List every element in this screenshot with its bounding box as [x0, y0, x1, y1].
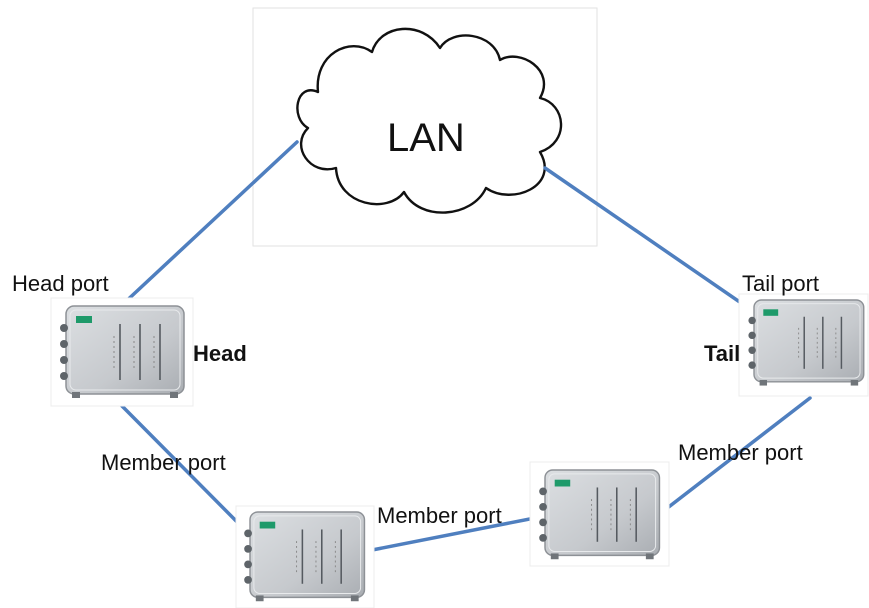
- tail-port-label: Tail port: [742, 271, 820, 296]
- head-switch-icon: [50, 297, 194, 407]
- member-port-label-middle: Member port: [377, 503, 502, 528]
- link-member1-member2: [360, 514, 547, 554]
- lan-cloud-icon: [296, 27, 563, 214]
- member-port-label-right: Member port: [678, 440, 803, 465]
- member-switch-right-icon: [529, 461, 670, 567]
- lan-label: LAN: [387, 116, 465, 160]
- tail-label: Tail: [704, 341, 741, 366]
- member-switch-left-icon: [235, 505, 375, 608]
- head-label: Head: [193, 341, 247, 366]
- link-lan-head: [120, 140, 299, 307]
- head-port-label: Head port: [12, 271, 109, 296]
- tail-switch-icon: [738, 293, 869, 397]
- link-lan-tail: [543, 166, 765, 320]
- link-head-member1: [120, 404, 257, 542]
- member-port-label-left: Member port: [101, 450, 226, 475]
- link-member2-tail: [655, 396, 812, 518]
